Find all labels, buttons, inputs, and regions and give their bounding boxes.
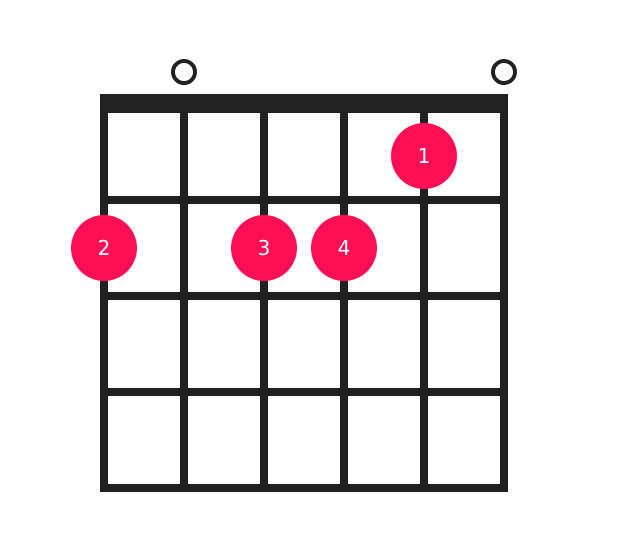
finger-number: 2 <box>98 236 111 260</box>
fret-1 <box>100 196 508 204</box>
nut <box>100 94 508 113</box>
open-string-icon <box>171 59 197 85</box>
finger-number: 3 <box>258 236 271 260</box>
frets <box>100 196 508 492</box>
fret-3 <box>100 388 508 396</box>
finger-number: 4 <box>338 236 351 260</box>
finger-dot-2: 2 <box>71 215 137 281</box>
finger-dots: 1 2 3 4 <box>71 123 457 281</box>
open-string-markers <box>171 59 517 85</box>
finger-dot-1: 1 <box>391 123 457 189</box>
finger-dot-3: 3 <box>231 215 297 281</box>
finger-number: 1 <box>418 144 431 168</box>
fret-4 <box>100 484 508 492</box>
fret-2 <box>100 292 508 300</box>
open-string-icon <box>491 59 517 85</box>
finger-dot-4: 4 <box>311 215 377 281</box>
